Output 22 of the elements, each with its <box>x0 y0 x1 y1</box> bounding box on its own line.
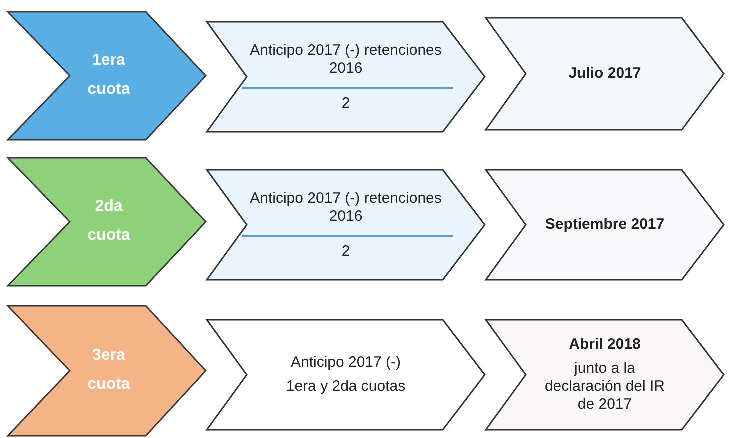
numerator-text: Anticipo 2017 (-) retenciones 2016 <box>249 42 443 78</box>
chevron-step <box>8 306 206 436</box>
chevron-box <box>486 170 724 280</box>
chevron-box <box>486 18 724 130</box>
chevron-box <box>207 22 485 132</box>
denominator-text: 1era y 2da cuotas <box>286 378 406 396</box>
numerator-text: Anticipo 2017 (-) <box>290 354 402 372</box>
date-label: Julio 2017 <box>568 65 642 83</box>
step-label: 3era cuota <box>86 346 132 395</box>
step-label: 1era cuota <box>86 51 132 100</box>
chevron-box <box>207 170 485 280</box>
note-text: junto a la declaración del IR de 2017 <box>544 360 666 414</box>
date-label: Abril 2018 <box>569 336 641 354</box>
chevron-box <box>207 320 485 430</box>
denominator-text: 2 <box>342 94 350 112</box>
chevron-step <box>8 158 206 286</box>
denominator-text: 2 <box>342 242 350 260</box>
chevron-step <box>8 12 206 140</box>
chevron-box <box>486 320 724 430</box>
step-label: 2da cuota <box>86 197 132 246</box>
date-label: Septiembre 2017 <box>545 216 665 234</box>
numerator-text: Anticipo 2017 (-) retenciones 2016 <box>249 190 443 226</box>
